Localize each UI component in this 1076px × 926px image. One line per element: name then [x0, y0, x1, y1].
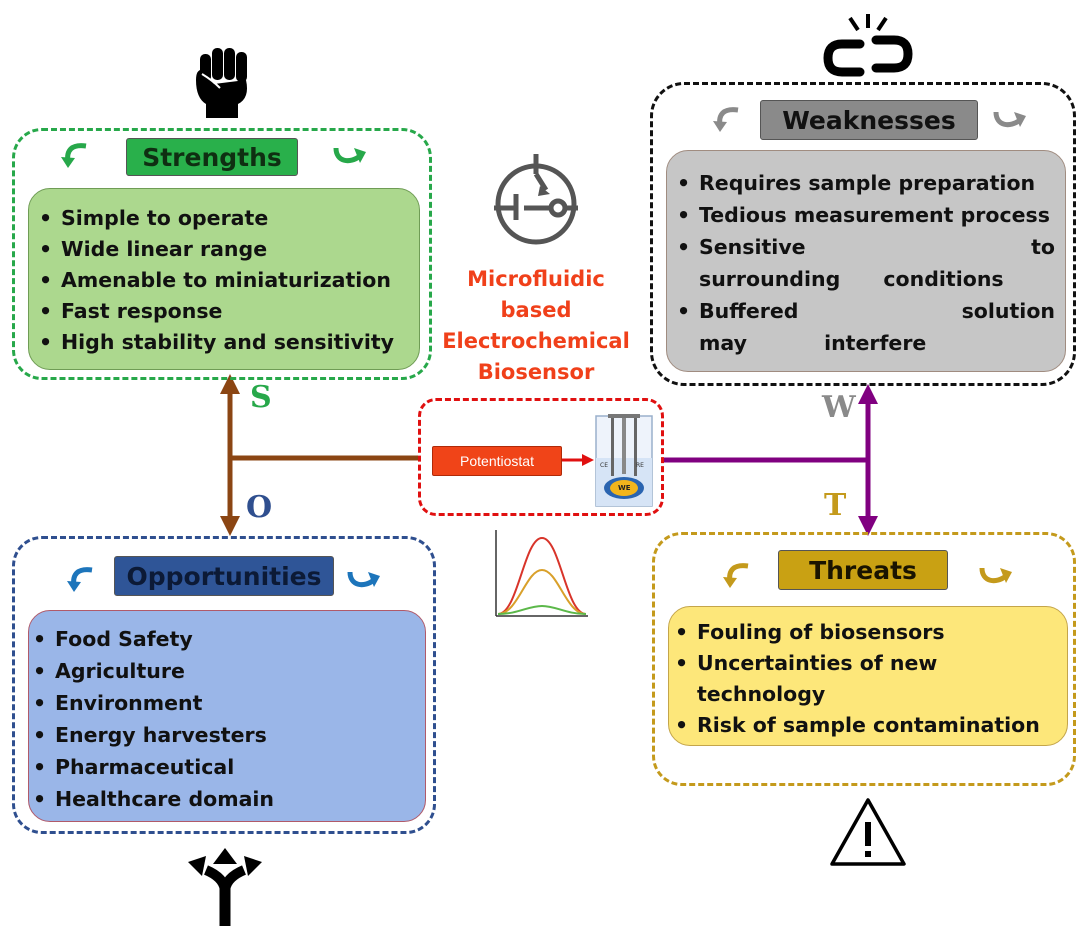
threat-item: Fouling of biosensors	[673, 617, 1063, 648]
center-title-line: Electrochemical	[442, 329, 630, 353]
opportunity-item: Environment	[31, 687, 274, 719]
center-title-line: Microfluidic	[467, 267, 605, 291]
electrochemical-cell-icon: CE RE WE	[594, 412, 654, 508]
cycle-arrow-right-icon	[333, 147, 366, 164]
warning-triangle-icon	[830, 798, 906, 866]
threats-title: Threats	[778, 550, 948, 590]
opportunities-panel	[12, 536, 436, 834]
cycle-arrow-left-icon	[61, 143, 87, 168]
cycle-arrow-left-icon	[67, 567, 93, 592]
cycle-arrow-left-icon	[723, 563, 749, 588]
strength-item: Simple to operate	[37, 203, 394, 234]
cycle-arrow-right-icon	[979, 567, 1012, 584]
threats-letter: T	[824, 488, 847, 523]
threats-content-box: Fouling of biosensors Uncertainties of n…	[668, 606, 1068, 746]
cycle-arrow-right-icon	[993, 111, 1026, 128]
center-title-line: based	[500, 298, 572, 322]
strengths-content-box: Simple to operate Wide linear range Amen…	[28, 188, 420, 370]
weaknesses-content-box: Requires sample preparation Tedious meas…	[666, 150, 1066, 372]
cycle-arrow-right-icon	[347, 571, 380, 588]
counter-electrode-label: CE	[600, 462, 608, 469]
threat-item: Uncertainties of new technology	[673, 648, 1063, 710]
weakness-item: Requires sample preparation	[675, 167, 1055, 199]
fist-icon	[196, 48, 247, 118]
cycle-arrow-left-icon	[713, 107, 739, 132]
electrode-symbol-icon	[494, 154, 578, 245]
biosensor-setup-panel	[418, 398, 664, 516]
weaknesses-letter: W	[822, 390, 856, 425]
opportunity-item: Pharmaceutical	[31, 751, 274, 783]
opportunities-content-box: Food Safety Agriculture Environment Ener…	[28, 610, 426, 822]
strengths-title: Strengths	[126, 138, 298, 176]
strength-item: High stability and sensitivity	[37, 327, 394, 358]
strengths-panel	[12, 128, 432, 380]
opportunities-title: Opportunities	[114, 556, 334, 596]
strengths-letter: S	[250, 380, 272, 415]
threats-panel	[652, 532, 1076, 786]
center-title-line: Biosensor	[477, 360, 595, 384]
weakness-item: Buffered solution may interfere	[675, 295, 1055, 359]
broken-chain-icon	[823, 14, 913, 77]
weaknesses-title: Weaknesses	[760, 100, 978, 140]
weaknesses-panel	[650, 82, 1076, 386]
working-electrode-label: WE	[618, 484, 631, 492]
opportunities-letter: O	[246, 490, 273, 525]
strength-item: Amenable to miniaturization	[37, 265, 394, 296]
potentiostat-box: Potentiostat	[432, 446, 562, 476]
strength-item: Wide linear range	[37, 234, 394, 265]
center-title: Microfluidic based Electrochemical Biose…	[436, 264, 636, 388]
strength-item: Fast response	[37, 296, 394, 327]
opportunity-item: Energy harvesters	[31, 719, 274, 751]
crossroads-arrows-icon	[188, 848, 262, 926]
opportunity-item: Food Safety	[31, 623, 274, 655]
weakness-item: Tedious measurement process	[675, 199, 1055, 231]
opportunity-item: Healthcare domain	[31, 783, 274, 815]
reference-electrode-label: RE	[636, 462, 644, 469]
threat-item: Risk of sample contamination	[673, 710, 1063, 741]
curve-graph-icon	[495, 530, 588, 617]
opportunity-item: Agriculture	[31, 655, 274, 687]
weakness-item: Sensitive to surrounding conditions	[675, 231, 1055, 295]
